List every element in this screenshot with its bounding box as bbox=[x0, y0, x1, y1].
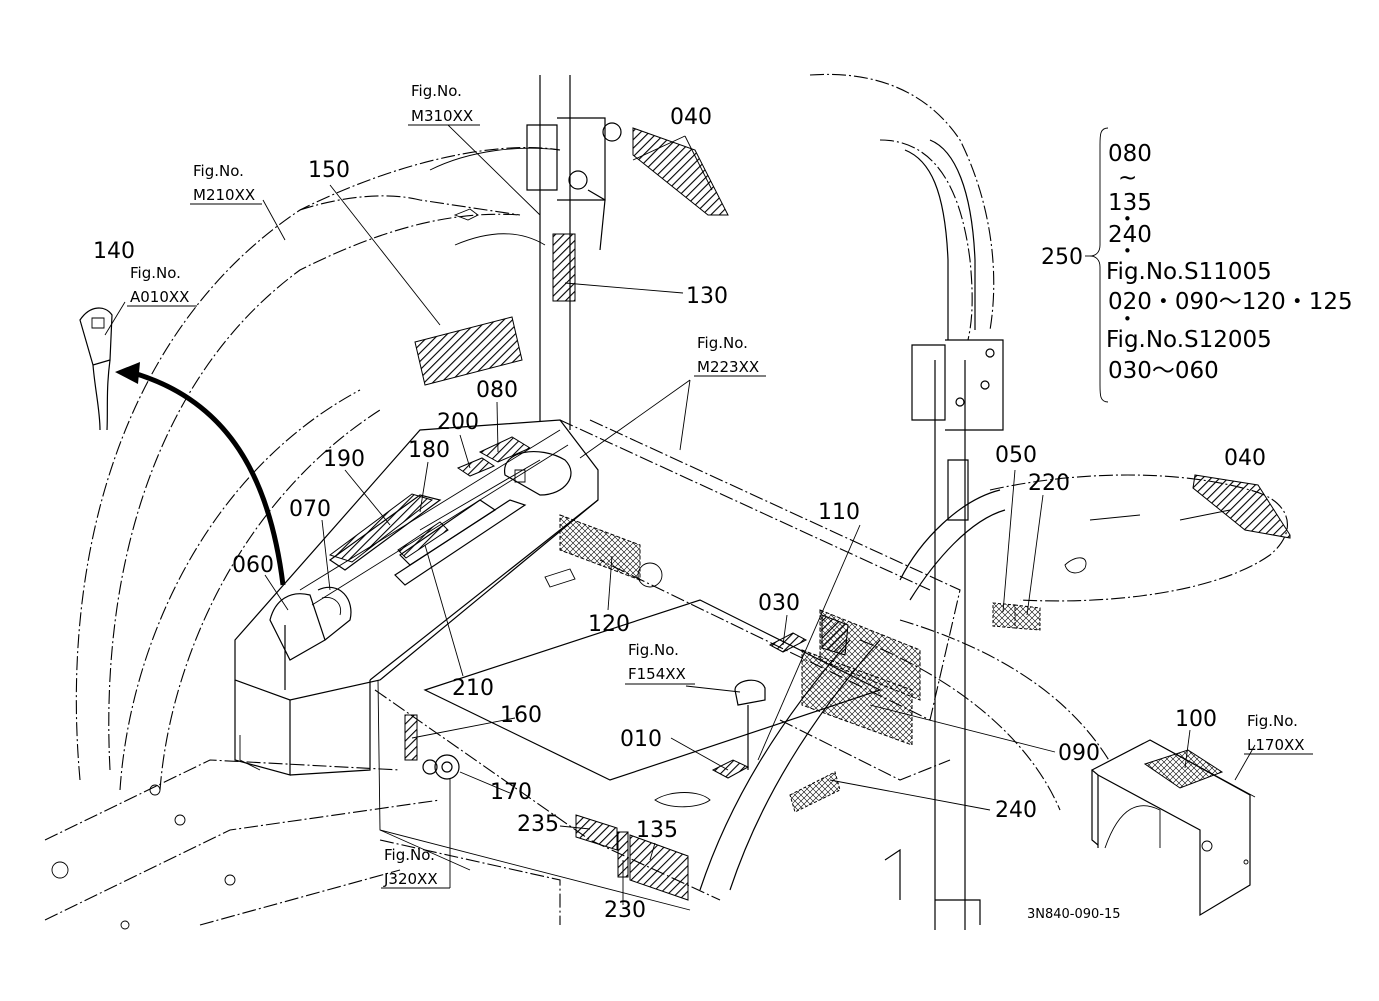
callout-110: 110 bbox=[818, 500, 860, 525]
decal-190 bbox=[328, 493, 434, 563]
decal-040b bbox=[1192, 474, 1291, 539]
callout-050: 050 bbox=[995, 443, 1037, 468]
decal-150 bbox=[414, 316, 523, 386]
labels: Fig.No. M310XX Fig.No. M210XX Fig.No. A0… bbox=[93, 82, 1353, 923]
legend-dot: • bbox=[1123, 310, 1132, 328]
leader-lines bbox=[104, 124, 1256, 905]
fig-ref-a010: A010XX bbox=[130, 288, 189, 306]
decals bbox=[328, 127, 1291, 901]
callout-170: 170 bbox=[490, 780, 532, 805]
callout-150: 150 bbox=[308, 158, 350, 183]
decal-110-dark bbox=[821, 614, 849, 656]
callout-230: 230 bbox=[604, 898, 646, 923]
legend-bracket: 080 ~ 135 • 240 • Fig.No.S11005 020・090～… bbox=[1085, 127, 1353, 403]
callout-160: 160 bbox=[500, 703, 542, 728]
decal-030 bbox=[768, 632, 808, 653]
callout-235: 235 bbox=[517, 812, 559, 837]
decal-200 bbox=[456, 457, 496, 477]
callout-180: 180 bbox=[408, 438, 450, 463]
decal-160 bbox=[404, 714, 418, 761]
tractor-drawing bbox=[44, 73, 1288, 930]
legend-line-2: 135 bbox=[1108, 190, 1152, 216]
callout-060: 060 bbox=[232, 553, 274, 578]
decal-180 bbox=[397, 521, 449, 559]
legend-line-7: 030～060 bbox=[1108, 358, 1219, 384]
decal-235 bbox=[575, 814, 618, 851]
decal-090 bbox=[801, 649, 913, 746]
decal-240 bbox=[789, 771, 841, 813]
callout-210: 210 bbox=[452, 676, 494, 701]
decal-010 bbox=[711, 759, 750, 779]
legend-tilde: ~ bbox=[1118, 165, 1137, 191]
callout-250: 250 bbox=[1041, 245, 1083, 270]
callout-240: 240 bbox=[995, 798, 1037, 823]
decal-100 bbox=[1143, 749, 1224, 789]
callout-140: 140 bbox=[93, 239, 135, 264]
fig-label: Fig.No. bbox=[384, 846, 435, 864]
callout-220: 220 bbox=[1028, 471, 1070, 496]
fig-label: Fig.No. bbox=[1247, 712, 1298, 730]
decal-050 bbox=[992, 602, 1016, 629]
callout-200: 200 bbox=[437, 410, 479, 435]
fig-ref-m223: M223XX bbox=[697, 358, 759, 376]
callout-135: 135 bbox=[636, 818, 678, 843]
legend-line-1: 080 bbox=[1108, 141, 1152, 167]
fig-label: Fig.No. bbox=[628, 641, 679, 659]
callout-010: 010 bbox=[620, 727, 662, 752]
fig-ref-m310: M310XX bbox=[411, 107, 473, 125]
fig-ref-m210: M210XX bbox=[193, 186, 255, 204]
drawing-code: 3N840-090-15 bbox=[1027, 907, 1121, 922]
decal-135 bbox=[629, 834, 689, 901]
legend-line-4: Fig.No.S11005 bbox=[1106, 259, 1272, 285]
legend-dot: • bbox=[1123, 210, 1132, 228]
decal-220 bbox=[1014, 604, 1041, 631]
legend-line-6: Fig.No.S12005 bbox=[1106, 327, 1272, 353]
callout-080: 080 bbox=[476, 378, 518, 403]
fig-ref-l170: L170XX bbox=[1247, 736, 1305, 754]
callout-070: 070 bbox=[289, 497, 331, 522]
decal-040a bbox=[632, 127, 729, 216]
legend-line-5: 020・090～120・125 bbox=[1108, 289, 1353, 315]
callout-190: 190 bbox=[323, 447, 365, 472]
callout-090: 090 bbox=[1058, 741, 1100, 766]
fig-ref-j320: J320XX bbox=[383, 870, 438, 888]
legend-dot: • bbox=[1123, 242, 1132, 260]
fig-label: Fig.No. bbox=[130, 264, 181, 282]
fig-label: Fig.No. bbox=[193, 162, 244, 180]
callout-030: 030 bbox=[758, 591, 800, 616]
decal-080 bbox=[478, 436, 532, 463]
legend-line-3: 240 bbox=[1108, 222, 1152, 248]
callout-120: 120 bbox=[588, 612, 630, 637]
callout-040: 040 bbox=[670, 105, 712, 130]
callout-130: 130 bbox=[686, 284, 728, 309]
decal-120 bbox=[559, 514, 641, 581]
inset-bracket bbox=[1090, 739, 1256, 917]
fig-label: Fig.No. bbox=[697, 334, 748, 352]
fig-ref-f154: F154XX bbox=[628, 665, 686, 683]
decal-130 bbox=[552, 233, 576, 302]
fig-label: Fig.No. bbox=[411, 82, 462, 100]
callout-040-right: 040 bbox=[1224, 446, 1266, 471]
callout-100: 100 bbox=[1175, 707, 1217, 732]
